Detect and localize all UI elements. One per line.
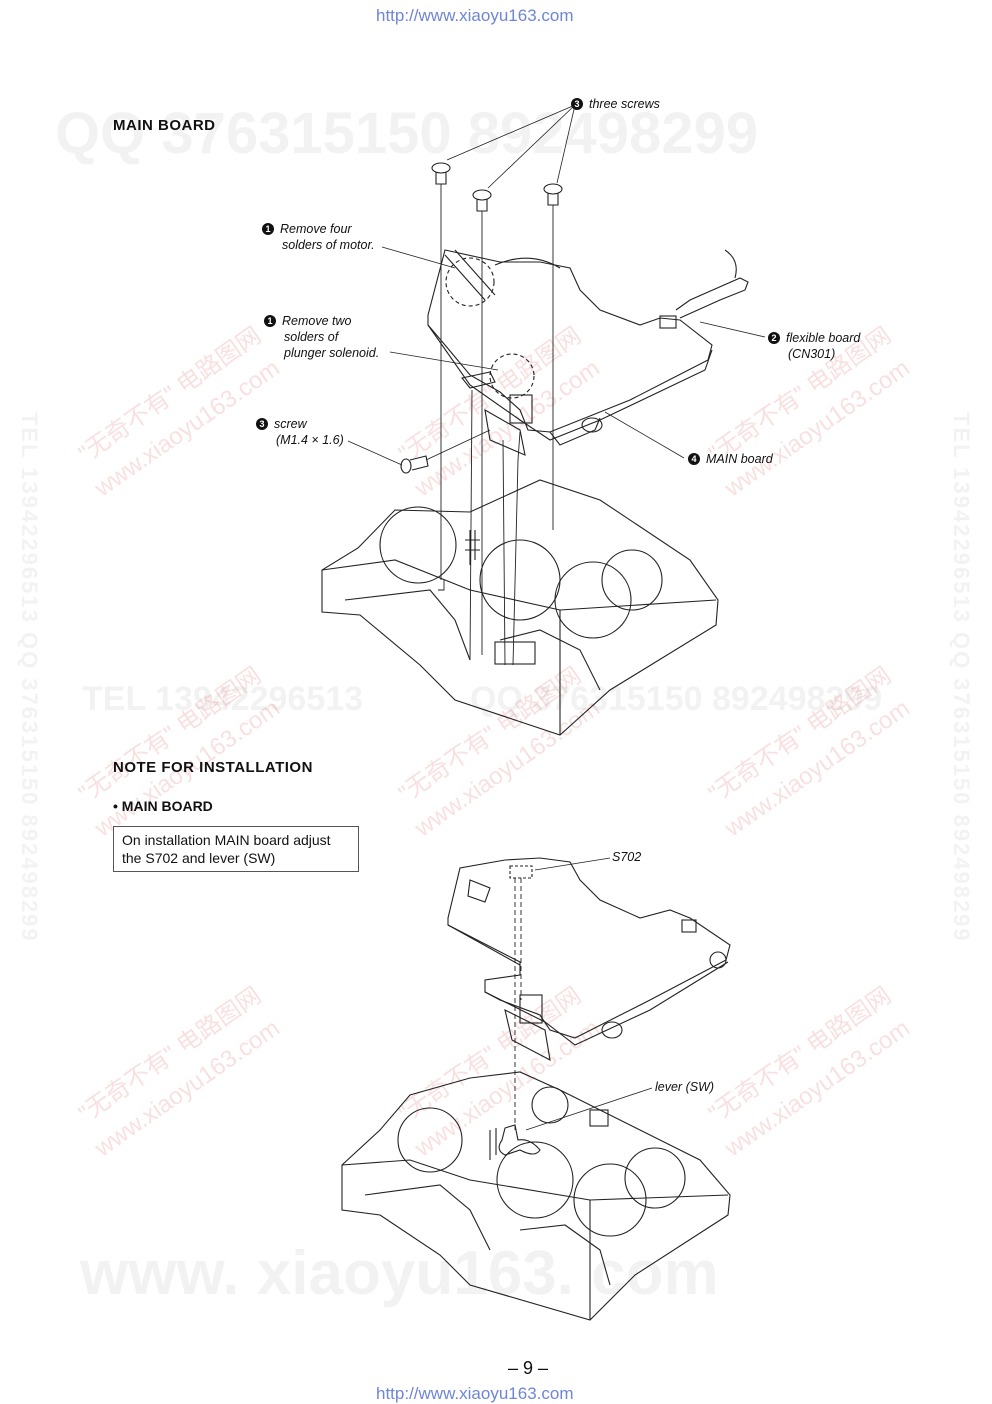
screw-3 — [543, 183, 563, 206]
callout-flexible-board-line2: (CN301) — [788, 347, 836, 361]
callout-three-screws-text: three screws — [589, 97, 660, 111]
callout-screw-line2: (M1.4 × 1.6) — [276, 433, 344, 447]
screw-2 — [472, 189, 492, 212]
callout-remove-two-line3: plunger solenoid. — [284, 346, 380, 360]
callout-flexible-board: 2 flexible board (CN301) — [768, 330, 860, 362]
step-number-1: 1 — [264, 315, 276, 327]
chassis-bottom — [341, 1071, 731, 1321]
callout-screw-line1: screw — [274, 417, 307, 431]
callout-lever-sw: lever (SW) — [655, 1080, 715, 1094]
step-number-4: 4 — [688, 453, 700, 465]
screw-1 — [431, 162, 451, 185]
chassis-top — [321, 479, 719, 736]
note-line-2: the S702 and lever (SW) — [122, 850, 276, 866]
step-number-3: 3 — [571, 98, 583, 110]
step-number-2: 2 — [768, 332, 780, 344]
callout-remove-two: 1 Remove two solders of plunger solenoid. — [264, 313, 379, 361]
section-title-main-board: MAIN BOARD — [113, 117, 216, 134]
step-number-3: 3 — [256, 418, 268, 430]
footer-url[interactable]: http://www.xiaoyu163.com — [376, 1384, 574, 1403]
installation-note-box: On installation MAIN board adjust the S7… — [113, 826, 359, 872]
leader-lines-bottom — [525, 857, 653, 1131]
page-number: – 9 – — [508, 1358, 549, 1378]
lever-sw — [498, 1124, 541, 1156]
callout-main-board: 4 MAIN board — [688, 451, 773, 467]
callout-remove-four-line1: Remove four — [280, 222, 352, 236]
callout-remove-four: 1 Remove four solders of motor. — [262, 221, 375, 253]
watermark-www-bottom: www. xiaoyu163. com — [80, 1239, 719, 1308]
callout-three-screws: 3 three screws — [571, 96, 660, 112]
step-number-1: 1 — [262, 223, 274, 235]
callout-flexible-board-line1: flexible board — [786, 331, 861, 345]
callout-remove-four-line2: solders of motor. — [282, 238, 375, 252]
guide-lines-bottom — [514, 878, 522, 1130]
main-board-bottom — [447, 857, 731, 1062]
header-url[interactable]: http://www.xiaoyu163.com — [376, 6, 574, 25]
watermark-tel-mid: TEL 13942296513 — [82, 680, 364, 718]
callout-remove-two-line1: Remove two — [282, 314, 352, 328]
callout-s702: S702 — [612, 850, 642, 864]
watermark-qq-top: QQ 376315150 892498299 — [55, 101, 759, 166]
note-line-1: On installation MAIN board adjust — [122, 832, 331, 848]
screw-side — [400, 455, 429, 474]
guide-lines-top — [425, 184, 554, 666]
callout-screw: 3 screw (M1.4 × 1.6) — [256, 416, 344, 448]
section-title-note-installation: NOTE FOR INSTALLATION — [113, 759, 313, 776]
section-subtitle-main-board: • MAIN BOARD — [113, 798, 213, 814]
watermark-qq-mid: QQ 376315150 892498299 — [470, 680, 883, 718]
callout-remove-two-line2: solders of — [284, 330, 339, 344]
main-board-top — [427, 249, 749, 456]
leader-lines-top — [347, 104, 766, 466]
callout-main-board-text: MAIN board — [706, 452, 773, 466]
